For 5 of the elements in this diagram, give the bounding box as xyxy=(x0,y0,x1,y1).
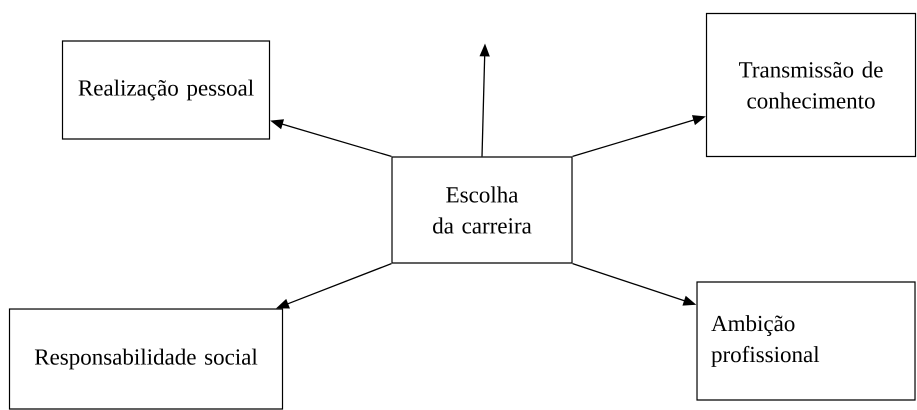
concept-box: Transmissão de conhecimento xyxy=(706,12,916,158)
concept-box: Ambição profissional xyxy=(696,281,916,401)
concept-box: Realização pessoal xyxy=(62,40,270,140)
concept-box: Responsabilidade social xyxy=(8,308,284,410)
concept-box: Escolha da carreira xyxy=(391,156,573,264)
